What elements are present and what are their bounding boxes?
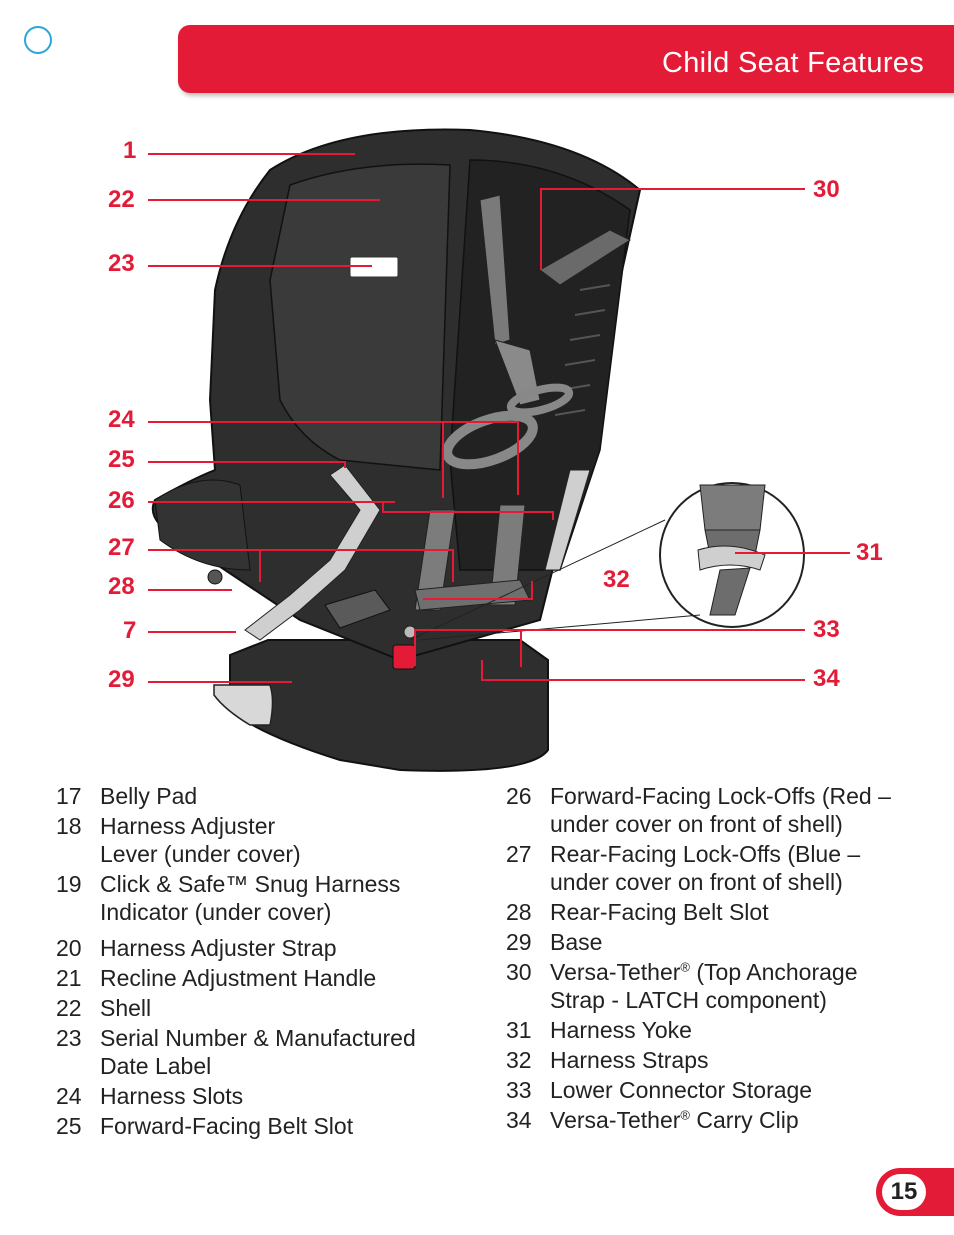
page-number-tab: 15 (876, 1168, 954, 1216)
callout-24: 24 (108, 406, 135, 433)
callout-27: 27 (108, 534, 135, 561)
callout-23: 23 (108, 250, 135, 277)
car-seat-diagram: 1 22 23 24 25 26 27 28 7 29 30 31 32 33 … (0, 100, 954, 780)
callout-34: 34 (813, 665, 840, 692)
callout-32: 32 (603, 566, 630, 593)
page-title: Child Seat Features (662, 47, 924, 79)
callout-30: 30 (813, 176, 840, 203)
callout-25: 25 (108, 446, 135, 473)
callout-1: 1 (123, 137, 137, 164)
callout-29: 29 (108, 666, 135, 693)
callout-28: 28 (108, 573, 135, 600)
callout-7: 7 (123, 617, 137, 644)
corner-circle-icon (24, 26, 52, 54)
header-bar: Child Seat Features (178, 25, 954, 93)
callout-26: 26 (108, 487, 135, 514)
callout-22: 22 (108, 186, 135, 213)
callout-31: 31 (856, 539, 883, 566)
car-seat-illustration (148, 128, 850, 772)
callout-33: 33 (813, 616, 840, 643)
page-number: 15 (882, 1174, 926, 1210)
